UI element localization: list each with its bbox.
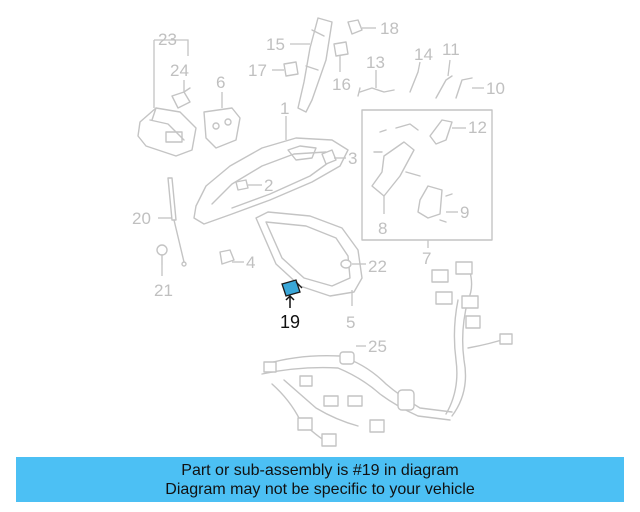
part-hinge-15	[290, 17, 333, 113]
part-lever-11	[435, 59, 453, 99]
part-latch-12	[379, 119, 466, 145]
callout-18: 18	[380, 19, 399, 38]
part-latch-8	[371, 141, 421, 214]
part-bracket-6	[203, 92, 241, 149]
part-clip-4	[219, 249, 244, 265]
part-nut-18	[347, 19, 376, 35]
callout-17: 17	[248, 61, 267, 80]
callout-4: 4	[246, 253, 255, 272]
part-lock-23	[137, 39, 197, 157]
part-plug-22	[340, 259, 366, 269]
callout-19-highlighted[interactable]: 19	[280, 312, 300, 332]
callout-5: 5	[346, 313, 355, 332]
info-banner: Part or sub-assembly is #19 in diagram D…	[16, 457, 624, 502]
part-strut-20	[158, 177, 187, 267]
callout-13: 13	[366, 53, 385, 72]
callout-10: 10	[486, 79, 505, 98]
callout-23: 23	[158, 30, 177, 49]
callout-3: 3	[348, 149, 357, 168]
part-bulb-24	[171, 80, 191, 109]
callout-7: 7	[422, 249, 431, 268]
callout-20: 20	[132, 209, 151, 228]
part-latch-assembly-7	[361, 109, 493, 248]
part-clip-19[interactable]	[281, 279, 303, 308]
part-clip-2	[235, 179, 262, 191]
callout-22: 22	[368, 257, 387, 276]
banner-line-1: Part or sub-assembly is #19 in diagram	[181, 461, 459, 479]
callout-15: 15	[266, 35, 285, 54]
callout-25: 25	[368, 337, 387, 356]
banner-line-2: Diagram may not be specific to your vehi…	[165, 480, 475, 498]
part-clip-16	[333, 41, 349, 72]
part-panel-5	[255, 211, 363, 306]
callout-16: 16	[332, 75, 351, 94]
callout-14: 14	[414, 45, 433, 64]
part-rod-13	[357, 70, 395, 97]
callout-24: 24	[170, 61, 189, 80]
callout-9: 9	[460, 203, 469, 222]
callout-11: 11	[442, 40, 460, 59]
part-pad-3	[321, 149, 346, 165]
callout-12: 12	[468, 118, 487, 137]
part-bolt-21	[156, 244, 168, 276]
callout-8: 8	[378, 219, 387, 238]
callout-21: 21	[154, 281, 173, 300]
part-clip-17	[272, 61, 299, 77]
callout-2: 2	[264, 176, 273, 195]
callout-1: 1	[280, 99, 289, 118]
part-cable-14	[409, 61, 421, 93]
part-harness-25	[261, 261, 513, 447]
callout-6: 6	[216, 73, 225, 92]
part-rod-10	[455, 77, 484, 99]
part-motor-9	[417, 185, 458, 223]
